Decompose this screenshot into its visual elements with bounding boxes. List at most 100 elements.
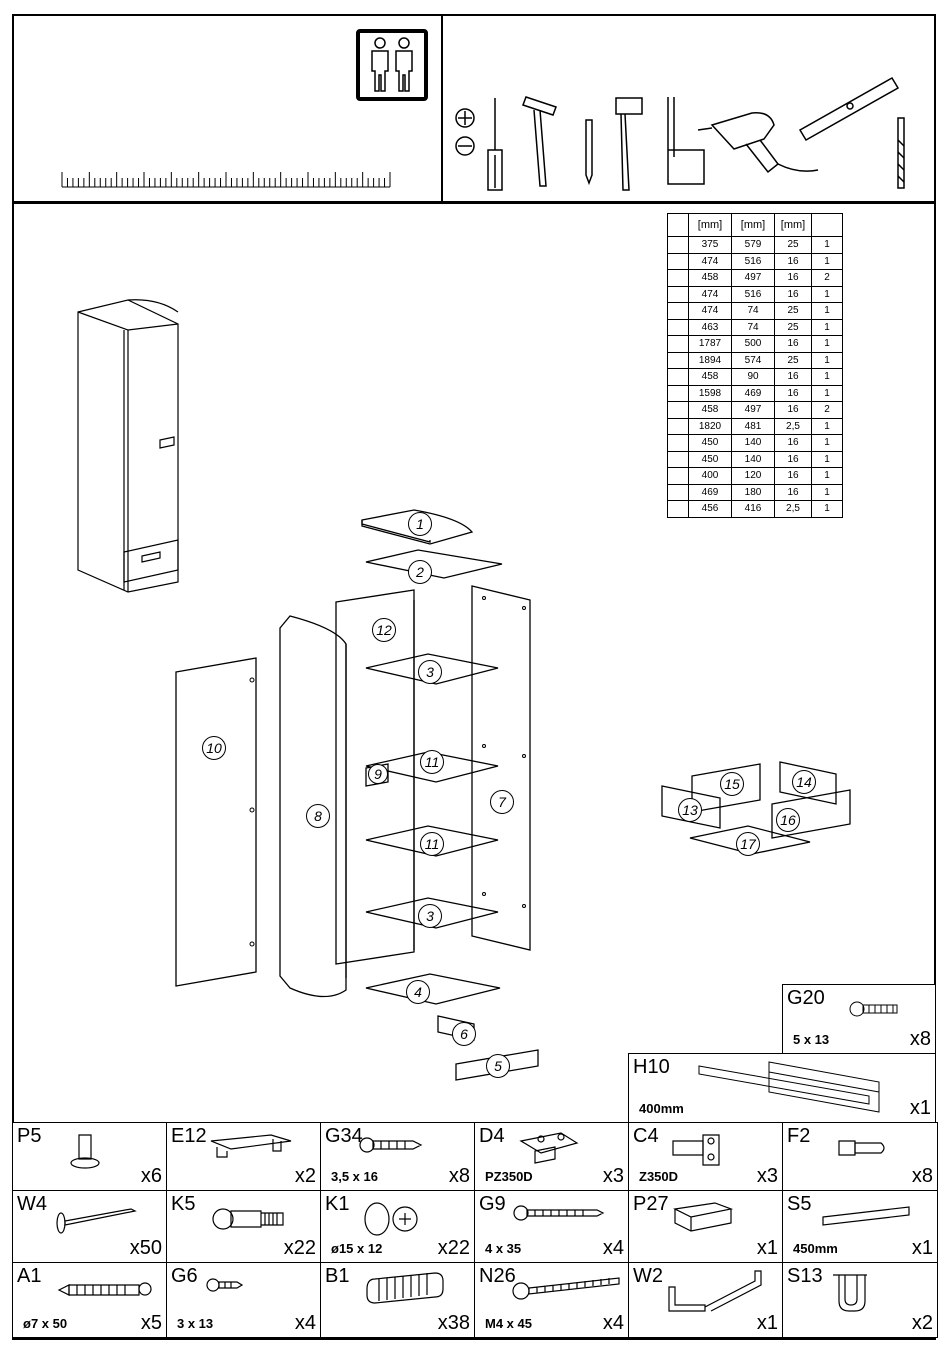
hardware-h10: H10 400mm x1 (628, 1053, 936, 1123)
hardware-qty: x6 (140, 1165, 162, 1187)
header-panel (12, 14, 936, 204)
screwdriver-icon (487, 98, 503, 191)
hardware-qty: x2 (294, 1165, 316, 1187)
drill-icon (697, 112, 819, 174)
hardware-qty: x1 (756, 1312, 778, 1334)
hardware-spec: ø7 x 50 (23, 1316, 68, 1331)
g34-part-icon (359, 1137, 423, 1153)
n26-part-icon (512, 1277, 620, 1300)
hardware-code: W2 (633, 1265, 663, 1287)
table-cell: 1 (811, 500, 843, 518)
hardware-w4: W4 x50 (12, 1190, 167, 1263)
two-people-icon (356, 29, 428, 101)
table-cell: 2,5 (774, 500, 812, 518)
pencil-icon (585, 119, 593, 186)
drawer-panel-17 (689, 825, 811, 855)
hardware-e12: E12 x2 (166, 1122, 321, 1191)
g6-part-icon (206, 1278, 244, 1292)
p27-part-icon (673, 1202, 734, 1232)
hardware-code: N26 (479, 1265, 516, 1287)
hardware-code: B1 (325, 1265, 350, 1287)
hardware-qty: x4 (602, 1312, 624, 1334)
part-label-3: 3 (418, 660, 442, 684)
w4-part-icon (56, 1208, 137, 1234)
panel-5 (455, 1049, 539, 1081)
hardware-b1: B1 x38 (320, 1262, 475, 1338)
g9-part-icon (513, 1205, 605, 1221)
p5-part-icon (70, 1134, 100, 1169)
part-label-15: 15 (720, 772, 744, 796)
table-header: [mm] (731, 213, 775, 237)
panel-3a (365, 653, 499, 685)
part-label-8: 8 (306, 804, 330, 828)
drill-bit-icon (897, 117, 905, 189)
panel-1 (361, 509, 474, 545)
hardware-code: P5 (17, 1125, 42, 1147)
hardware-spec: PZ350D (485, 1169, 533, 1184)
hardware-qty: x3 (756, 1165, 778, 1187)
hardware-spec: ø15 x 12 (331, 1241, 383, 1256)
hardware-qty: x4 (294, 1312, 316, 1334)
hardware-code: G20 (787, 987, 825, 1009)
hardware-qty: x1 (909, 1097, 931, 1119)
hardware-code: S5 (787, 1193, 812, 1215)
hardware-spec: M4 x 45 (485, 1316, 532, 1331)
d4-part-icon (519, 1132, 579, 1164)
hardware-w2: W2 x1 (628, 1262, 783, 1338)
hardware-code: W4 (17, 1193, 47, 1215)
hardware-spec: Z350D (639, 1169, 679, 1184)
hardware-spec: 400mm (639, 1101, 684, 1116)
hardware-p5: P5 x6 (12, 1122, 167, 1191)
panel-7 (471, 585, 531, 951)
part-label-5: 5 (486, 1054, 510, 1078)
table-header: [mm] (774, 213, 812, 237)
hardware-code: K1 (325, 1193, 350, 1215)
s13-part-icon (833, 1274, 867, 1312)
hardware-code: C4 (633, 1125, 659, 1147)
a1-part-icon (57, 1282, 152, 1296)
drawer-panel-13 (661, 785, 721, 829)
hardware-code: E12 (171, 1125, 207, 1147)
hardware-code: P27 (633, 1193, 669, 1215)
part-label-9: 9 (368, 764, 388, 784)
part-label-13: 13 (678, 798, 702, 822)
part-label-3-b: 3 (418, 904, 442, 928)
table-header (811, 213, 843, 237)
part-label-11: 11 (420, 750, 444, 774)
hardware-k1: K1 ø15 x 12 x22 (320, 1190, 475, 1263)
hardware-code: G9 (479, 1193, 506, 1215)
hardware-code: A1 (17, 1265, 42, 1287)
header-divider (441, 14, 443, 202)
hardware-qty: x50 (129, 1237, 162, 1259)
k1-part-icon (364, 1202, 418, 1236)
part-label-7: 7 (490, 790, 514, 814)
s5-part-icon (822, 1206, 910, 1226)
part-label-2: 2 (408, 560, 432, 584)
panel-3b (365, 897, 499, 929)
c4-part-icon (672, 1134, 720, 1166)
hardware-qty: x8 (448, 1165, 470, 1187)
saw-icon (667, 97, 705, 185)
f2-part-icon (838, 1140, 885, 1156)
hardware-qty: x4 (602, 1237, 624, 1259)
hardware-qty: x22 (437, 1237, 470, 1259)
hardware-spec: 5 x 13 (793, 1032, 830, 1047)
panel-2 (365, 549, 503, 579)
hardware-code: S13 (787, 1265, 823, 1287)
hardware-qty: x38 (437, 1312, 470, 1334)
